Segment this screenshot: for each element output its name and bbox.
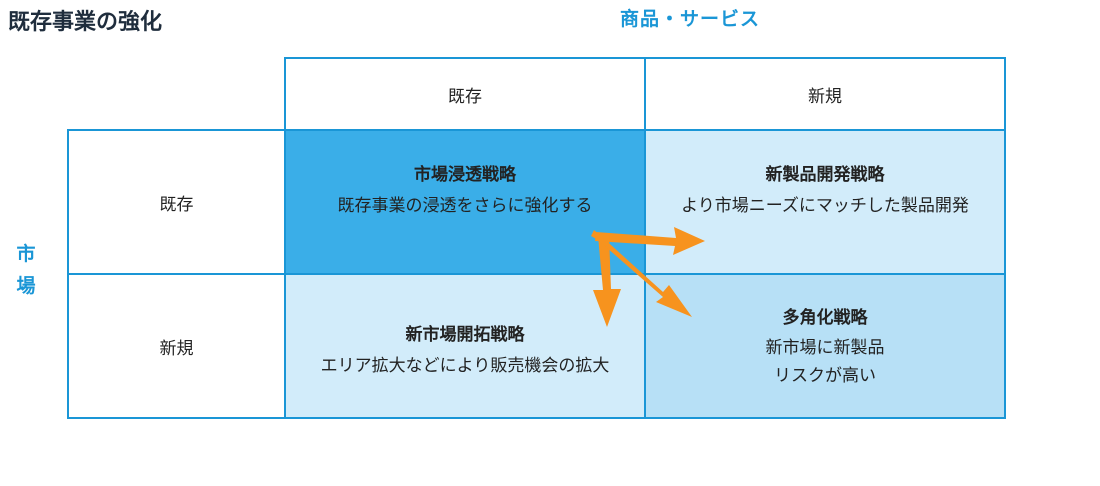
- cell-diversification: 多角化戦略 新市場に新製品 リスクが高い: [644, 273, 1006, 419]
- y-axis-label: 市場: [16, 243, 36, 297]
- arrow-right: [595, 227, 705, 255]
- row-header-new-label: 新規: [159, 338, 194, 359]
- row-header-existing: 既存: [67, 129, 286, 275]
- product-development-title: 新製品開発戦略: [765, 165, 885, 185]
- x-axis-label: 商品・サービス: [620, 8, 761, 30]
- row-header-existing-label: 既存: [159, 194, 194, 215]
- row-header-new: 新規: [67, 273, 286, 419]
- cell-market-development: 新市場開拓戦略 エリア拡大などにより販売機会の拡大: [284, 273, 646, 419]
- market-penetration-desc: 既存事業の浸透をさらに強化する: [337, 196, 593, 216]
- diversification-desc-line2: リスクが高い: [774, 365, 876, 386]
- column-header-new: 新規: [644, 57, 1006, 131]
- arrow-down: [593, 235, 621, 327]
- column-header-existing: 既存: [284, 57, 646, 131]
- cell-product-development: 新製品開発戦略 より市場ニーズにマッチした製品開発: [644, 129, 1006, 275]
- column-header-existing-label: 既存: [448, 86, 482, 107]
- arrow-diagonal: [591, 230, 692, 317]
- market-development-desc: エリア拡大などにより販売機会の拡大: [320, 356, 610, 376]
- product-development-desc: より市場ニーズにマッチした製品開発: [681, 196, 969, 216]
- cell-market-penetration: 市場浸透戦略 既存事業の浸透をさらに強化する: [284, 129, 646, 275]
- column-header-new-label: 新規: [808, 86, 842, 107]
- diversification-desc-line1: 新市場に新製品: [765, 337, 885, 358]
- diversification-title: 多角化戦略: [782, 307, 868, 328]
- market-development-title: 新市場開拓戦略: [405, 325, 525, 345]
- market-penetration-title: 市場浸透戦略: [414, 165, 516, 185]
- page-title: 既存事業の強化: [8, 10, 163, 35]
